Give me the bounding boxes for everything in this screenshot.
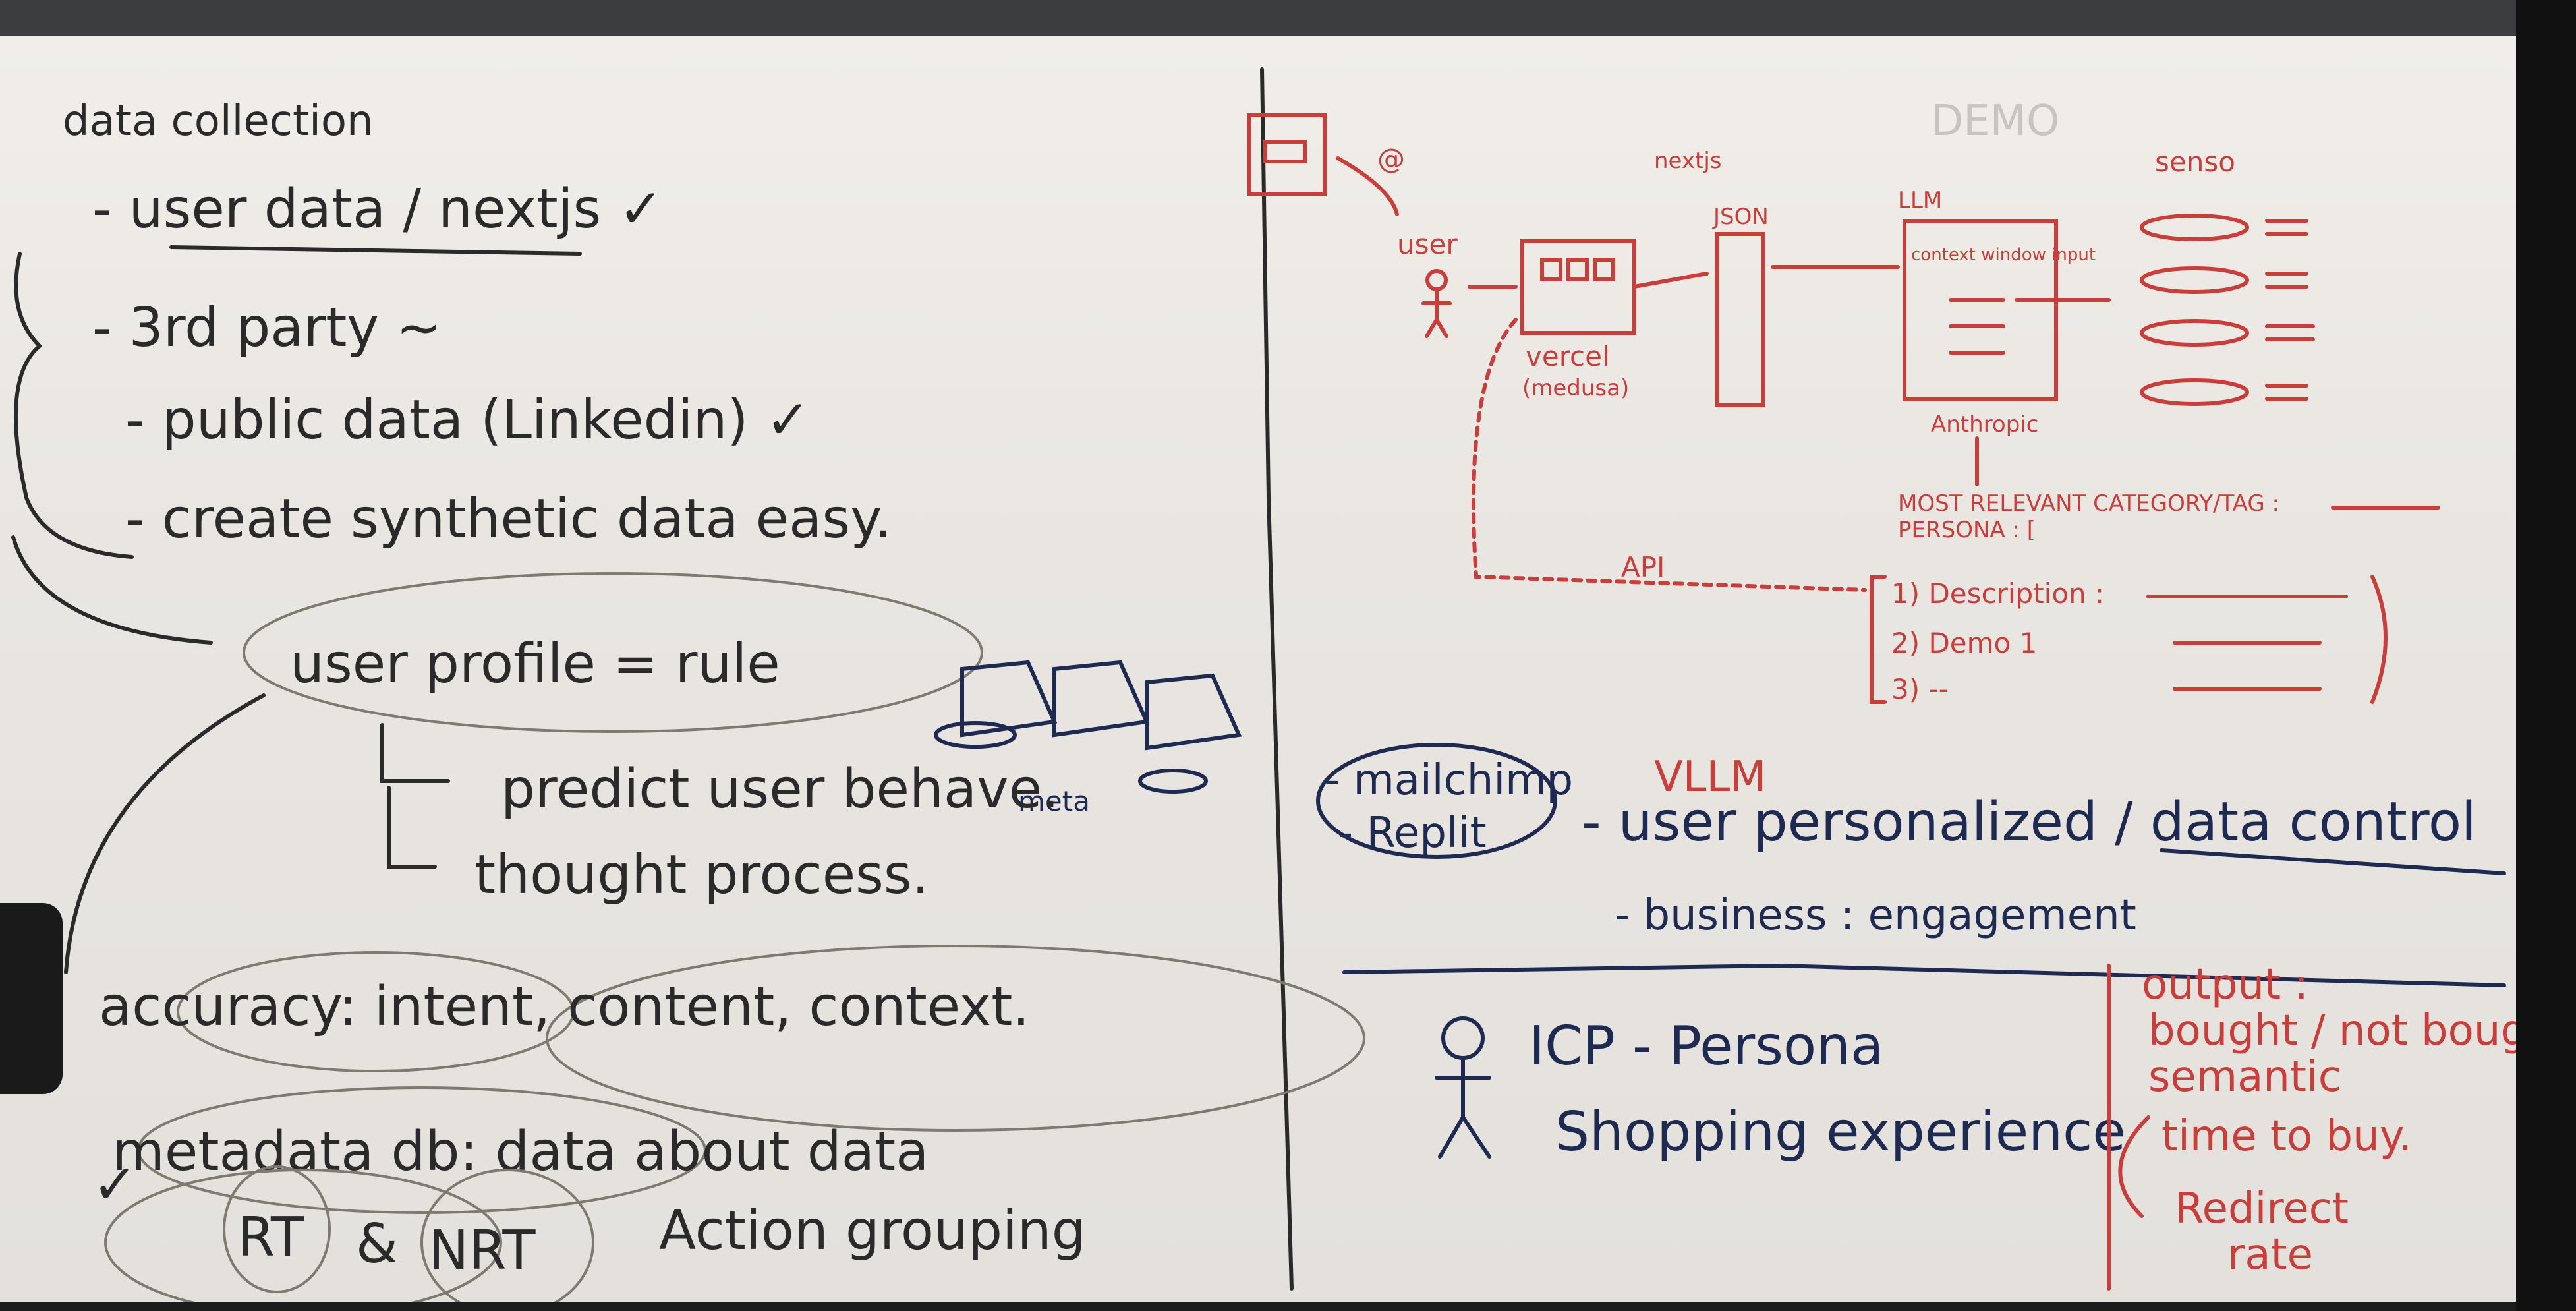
senso-list: [2140, 214, 2315, 406]
underline-user-data: [169, 245, 582, 256]
llm-box: [1903, 219, 2058, 401]
arrow-vercel-json: [1632, 272, 1709, 289]
mailchimp-label: - mailchimp: [1325, 756, 1573, 805]
card-sketch-2: [1052, 660, 1150, 738]
persona-label: PERSONA : [: [1898, 517, 2036, 543]
user-personalized: - user personalized / data control: [1582, 791, 2476, 854]
list-item-1: 1) Description :: [1891, 577, 2104, 610]
arrow-thought: [387, 786, 437, 869]
output-label: output :: [2142, 960, 2308, 1009]
board-clip: [0, 903, 63, 1094]
arrow-predict: [380, 723, 450, 783]
redirect-arrow: [2118, 1115, 2150, 1218]
icp-persona: ICP - Persona: [1529, 1015, 1883, 1078]
accuracy-line: accuracy: intent, content, context.: [99, 976, 1030, 1038]
llm-label: LLM: [1898, 187, 1942, 214]
right-horizontal-divider: [1342, 963, 2506, 987]
senso-label: senso: [2155, 146, 2235, 178]
item-user-data: - user data / nextjs ✓: [92, 178, 664, 241]
check-mark: ✓: [92, 1153, 138, 1216]
item-public-data: - public data (Linkedin) ✓: [125, 389, 811, 452]
left-bracket: [14, 252, 134, 559]
underline-data-control: [2160, 848, 2506, 875]
vercel-label: vercel: [1526, 340, 1610, 372]
llm-sub: context window input: [1911, 245, 2096, 265]
user-body: [1421, 287, 1452, 338]
vllm-label: VLLM: [1654, 753, 1766, 801]
list-bracket-right: [2370, 575, 2388, 704]
user-profile: user profile = rule: [290, 633, 780, 695]
shopping-experience: Shopping experience: [1555, 1101, 2126, 1163]
llm-lines: [1949, 298, 2005, 355]
intent-ellipse: [546, 945, 1365, 1132]
medusa-label: (medusa): [1522, 375, 1629, 401]
vercel-tile-2: [1566, 258, 1589, 281]
business-engagement: - business : engagement: [1615, 891, 2136, 940]
vercel-tile-1: [1540, 258, 1562, 281]
icp-body: [1435, 1056, 1491, 1159]
metadata-ellipse: [137, 1086, 706, 1214]
card-shadow-1: [934, 721, 1017, 749]
board-frame-right: [2516, 0, 2576, 1311]
rate-label: rate: [2227, 1231, 2313, 1279]
bought-label: bought / not bought: [2148, 1006, 2516, 1055]
list-item-3: 3) --: [1891, 673, 1949, 705]
anthropic-label: Anthropic: [1931, 411, 2038, 438]
whiteboard-drawing: data collection - user data / nextjs ✓ -…: [11, 67, 2516, 1302]
app-icon-inner: [1263, 140, 1307, 163]
replit-label: - Replit: [1338, 809, 1487, 858]
list-bracket-left: [1870, 575, 1887, 704]
list-item-2: 2) Demo 1: [1891, 627, 2037, 659]
nrt-label: NRT: [428, 1219, 536, 1282]
meta-label: meta: [1018, 785, 1090, 817]
item-synthetic-data: - create synthetic data easy.: [125, 488, 892, 550]
at-symbol: @: [1377, 142, 1405, 175]
heading-data-collection: data collection: [63, 97, 374, 146]
demo-faint: DEMO: [1931, 97, 2059, 146]
window-frame-top: [0, 0, 2576, 36]
json-box: [1715, 232, 1765, 407]
whiteboard: data collection - user data / nextjs ✓ -…: [0, 36, 2516, 1302]
most-relevant-label: MOST RELEVANT CATEGORY/TAG :: [1898, 490, 2279, 517]
vercel-box: [1520, 239, 1636, 335]
curve-to-accuracy: [64, 693, 266, 974]
predict-user-behave: predict user behave.: [501, 758, 1059, 821]
rt-label: RT: [237, 1206, 304, 1269]
time-to-buy-label: time to buy.: [2161, 1112, 2412, 1161]
app-icon-box: [1247, 113, 1327, 196]
item-3rd-party: - 3rd party ~: [92, 297, 442, 359]
vercel-tile-3: [1593, 258, 1615, 281]
card-sketch-3: [1145, 673, 1242, 751]
api-dotted-line: [1472, 318, 1867, 592]
mailchimp-ellipse: [1316, 743, 1557, 859]
user-profile-ellipse: [243, 572, 983, 733]
rt-circle: [223, 1165, 331, 1293]
and-label: &: [356, 1213, 398, 1275]
api-label: API: [1621, 551, 1665, 583]
nrt-circle: [420, 1169, 594, 1302]
thought-process: thought process.: [474, 844, 929, 906]
semantic-label: semantic: [2148, 1053, 2341, 1101]
redirect-label: Redirect: [2175, 1184, 2349, 1233]
arrow-at-user: [1336, 156, 1399, 216]
json-label: JSON: [1712, 204, 1769, 230]
user-label: user: [1397, 228, 1458, 260]
card-shadow-2: [1138, 769, 1208, 794]
arrow-to-profile: [11, 535, 213, 645]
accuracy-ellipse: [177, 951, 575, 1072]
center-divider: [1260, 67, 1294, 1291]
icp-head: [1441, 1016, 1485, 1060]
nextjs-label: nextjs: [1654, 148, 1721, 174]
action-grouping: Action grouping: [659, 1200, 1086, 1262]
user-head: [1425, 269, 1448, 291]
rt-nrt-ellipse: [104, 1169, 502, 1302]
